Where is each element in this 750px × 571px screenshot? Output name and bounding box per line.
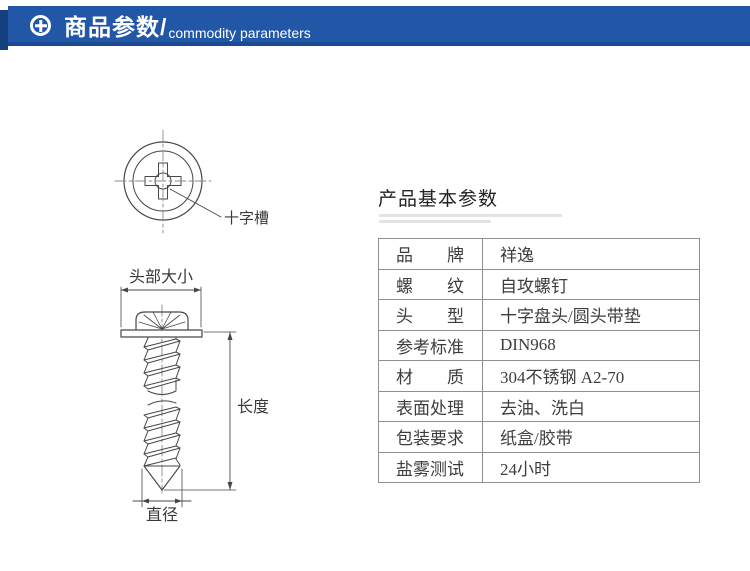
- head-size-label: 头部大小: [129, 268, 193, 286]
- header-bar: 商品参数/ commodity parameters: [8, 6, 750, 46]
- spec-value: DIN968: [500, 335, 556, 355]
- section-title: 产品基本参数: [378, 189, 499, 210]
- spec-value: 自攻螺钉: [500, 276, 568, 296]
- spec-value: 去油、洗白: [500, 398, 585, 418]
- table-row: 包装要求 纸盒/胶带: [379, 422, 699, 453]
- spec-label: 螺 纹: [379, 269, 483, 299]
- spec-label: 盐雾测试: [379, 452, 483, 482]
- table-row: 螺 纹 自攻螺钉: [379, 269, 699, 300]
- spec-label: 头 型: [379, 300, 483, 330]
- watermark-line: [379, 220, 491, 223]
- spec-label: 参考标准: [379, 330, 483, 360]
- screw-side-view: [120, 286, 237, 508]
- table-row: 盐雾测试 24小时: [379, 452, 699, 482]
- screw-technical-drawing: 十字槽 头部大小 长度 直径: [114, 129, 269, 524]
- spec-label: 材 质: [379, 361, 483, 391]
- faint-watermark-text: [379, 214, 562, 223]
- spec-value: 纸盒/胶带: [500, 429, 573, 449]
- spec-value: 24小时: [500, 459, 551, 479]
- cross-slot-label: 十字槽: [224, 210, 269, 227]
- page-subtitle: commodity parameters: [168, 25, 311, 41]
- table-row: 参考标准 DIN968: [379, 330, 699, 361]
- spec-label: 品 牌: [379, 239, 483, 269]
- plus-icon: [30, 15, 51, 36]
- watermark-line: [379, 214, 562, 217]
- ribbon-fold: [0, 10, 8, 50]
- table-row: 材 质 304不锈钢 A2-70: [379, 361, 699, 392]
- spec-label: 包装要求: [379, 422, 483, 452]
- spec-value: 祥逸: [500, 246, 534, 266]
- page-title: 商品参数/: [64, 14, 168, 40]
- table-row: 表面处理 去油、洗白: [379, 391, 699, 422]
- header-title-group: 商品参数/ commodity parameters: [64, 6, 311, 46]
- table-row: 品 牌 祥逸: [379, 239, 699, 270]
- table-row: 头 型 十字盘头/圆头带垫: [379, 300, 699, 331]
- screw-top-view: [114, 129, 222, 234]
- spec-value: 304不锈钢 A2-70: [500, 368, 625, 388]
- spec-table: 品 牌 祥逸 螺 纹 自攻螺钉 头 型 十字盘头/圆头带垫 参考标准 DIN96…: [378, 238, 700, 483]
- spec-label: 表面处理: [379, 391, 483, 421]
- length-label: 长度: [237, 398, 269, 416]
- spec-value: 十字盘头/圆头带垫: [500, 307, 641, 327]
- diameter-label: 直径: [146, 506, 178, 524]
